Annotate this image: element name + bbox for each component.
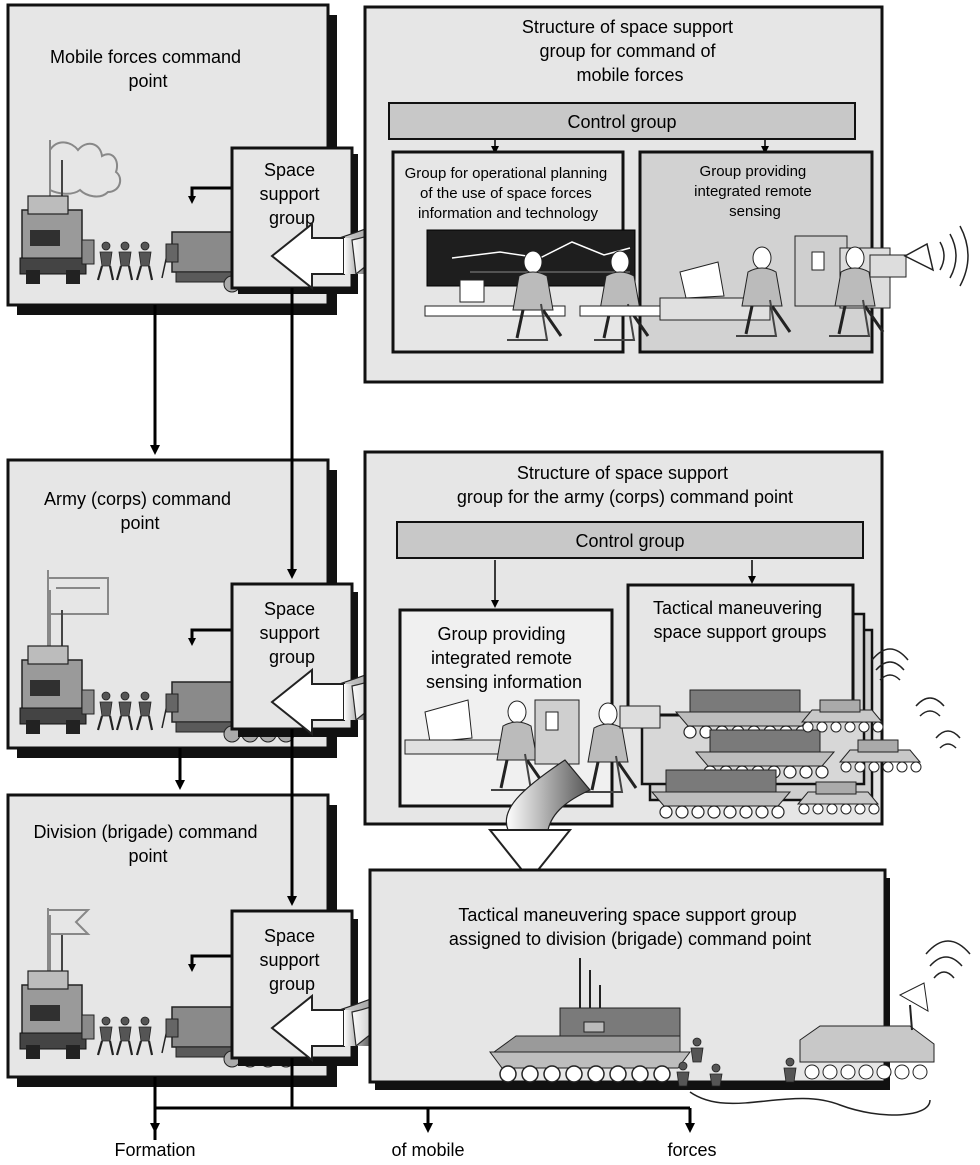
satellite-dish-icon <box>903 225 969 287</box>
ssg-army-remote-label: Group providing integrated remote sensin… <box>426 624 582 692</box>
army-cp-title: Army (corps) command point <box>44 489 236 533</box>
bottom-label-forces: forces <box>667 1140 716 1160</box>
ssg-mobile-control-group <box>388 102 856 140</box>
soldiers-icon <box>676 1037 797 1087</box>
bottom-label-of-mobile: of mobile <box>391 1140 464 1160</box>
bottom-label-formation: Formation <box>114 1140 195 1160</box>
ssg-army-tactical-label: Tactical maneuvering space support group… <box>653 598 827 642</box>
dish-tracked-vehicle-icon <box>799 940 971 1080</box>
downward-flow-arrow <box>487 829 573 882</box>
ssg-mobile-planning-label: Group for operational planning of the us… <box>405 165 612 222</box>
antenna-waves-icon <box>871 648 961 749</box>
army-space-support-label: Space support group <box>259 599 324 667</box>
division-space-support-label: Space support group <box>259 926 324 994</box>
ssg-mobile-remote-label: Group providing integrated remote sensin… <box>694 163 816 220</box>
ssg-mobile-control-label: Control group <box>567 112 676 132</box>
tmssg-division-title: Tactical maneuvering space support group… <box>449 905 811 949</box>
mobile-cp-title: Mobile forces command point <box>50 47 246 91</box>
cable-line <box>689 1091 931 1116</box>
ssg-army-control-group <box>396 521 864 559</box>
ssg-army-title: Structure of space support group for the… <box>457 463 793 507</box>
ssg-army-control-label: Control group <box>575 531 684 551</box>
division-cp-title: Division (brigade) command point <box>33 822 262 866</box>
large-tracked-vehicle-icon <box>489 958 691 1083</box>
cloud-flag-icon <box>49 141 122 198</box>
ssg-mobile-title: Structure of space support group for com… <box>522 17 738 85</box>
mobile-space-support-label: Space support group <box>259 160 324 228</box>
